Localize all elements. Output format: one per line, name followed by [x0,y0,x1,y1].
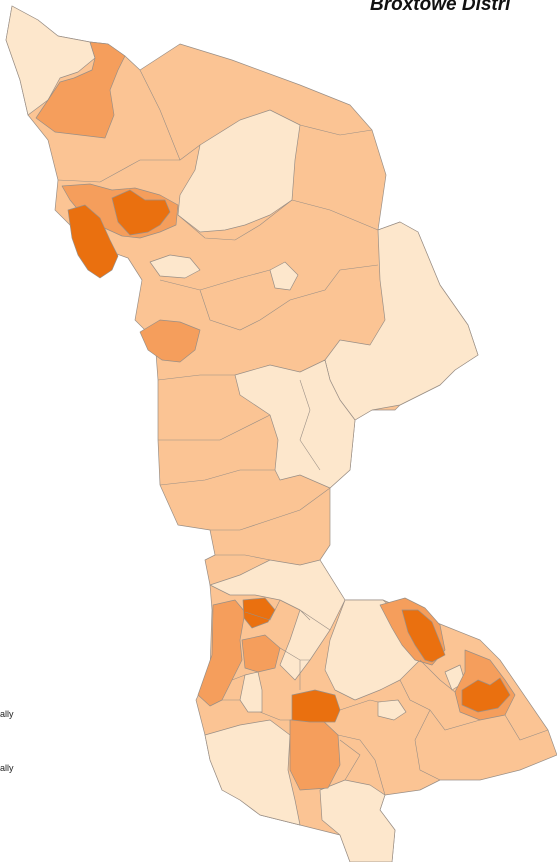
legend-label-1: ally [0,709,14,719]
area-west-dark [67,204,119,279]
area-southwest [204,719,301,826]
legend-label-2: ally [0,763,14,773]
area-south-central [209,559,346,681]
area-center [234,359,356,489]
area-west-blob [139,319,201,363]
area-east-dark [401,609,446,663]
area-northwest-dark [111,189,171,236]
area-northwest-tip [5,5,96,116]
area-south-center-dark [291,689,341,723]
area-northwest-medium [35,41,126,139]
area-south-west-medium-2 [241,634,281,673]
area-small-hole-3 [377,699,407,721]
area-north-central [177,109,301,233]
area-south-tip [319,779,396,862]
area-east [324,221,479,421]
area-southeast-dark [461,677,511,713]
area-small-hole-5 [269,261,299,291]
area-south-west-dark [242,597,276,629]
boundary-lines [57,69,549,796]
area-small-hole-1 [149,254,201,279]
map-title: Broxtowe Distri [370,0,511,15]
